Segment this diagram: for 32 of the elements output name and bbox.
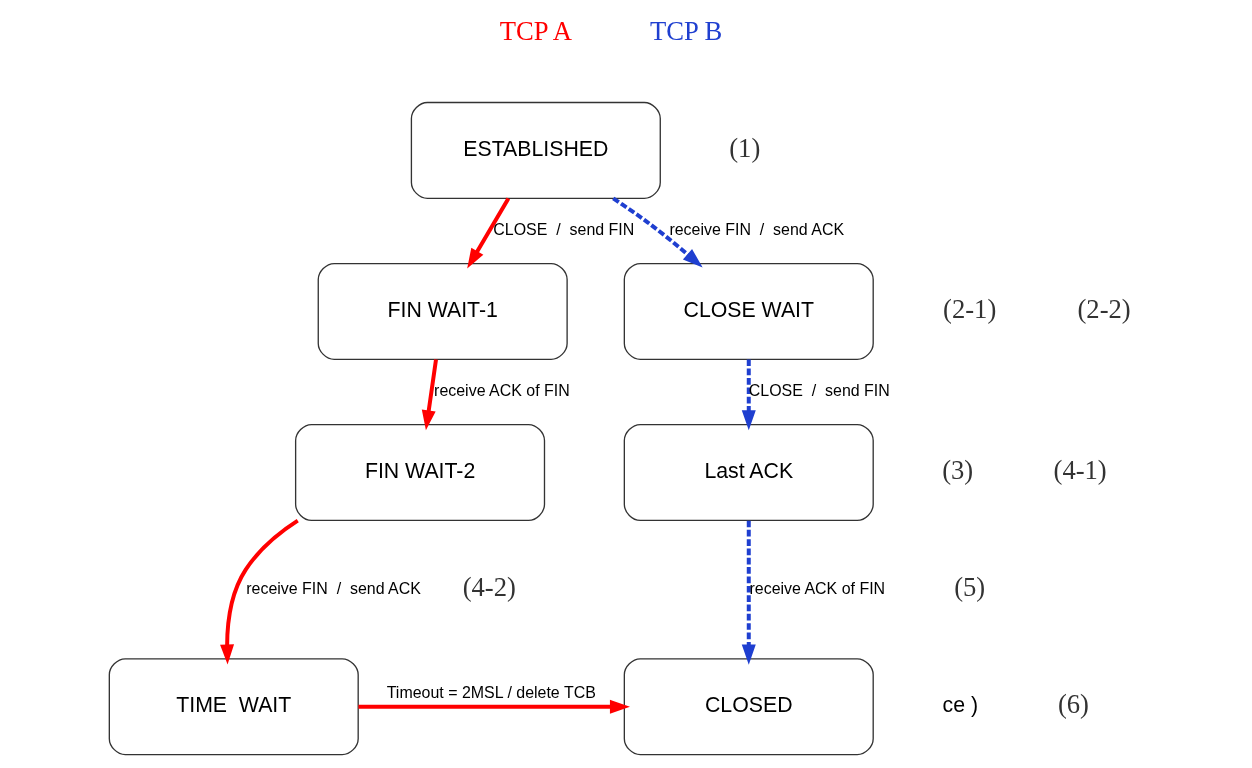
arrow [741,359,756,431]
label: ce ) [942,692,979,717]
edge-label: receive ACK of FIN [434,382,570,400]
label: (3) [942,455,974,486]
edge-label: receive FIN / send ACK [246,579,421,597]
node-box: CLOSED [623,658,874,756]
arrow [421,359,438,431]
node-box: FIN WAIT-2 [294,423,546,522]
label: TCP A [499,15,572,46]
label: (4-2) [462,572,516,603]
edge-label: CLOSE / send FIN [748,382,890,400]
edge-label: receive ACK of FIN [749,579,886,597]
arrow [220,518,299,665]
node-box: FIN WAIT-1 [317,262,568,361]
label: (2-1) [943,294,997,325]
label: (4-1) [1053,455,1107,486]
label: TCP B [650,15,723,46]
label: (1) [729,133,761,164]
node-box: ESTABLISHED [410,101,661,200]
label: (6) [1057,689,1089,720]
arrow [612,196,703,268]
arrow [467,197,511,269]
node-box: TIME WAIT [108,658,359,756]
arrow [741,520,756,665]
edge-label: CLOSE / send FIN [493,221,635,239]
edge-label: receive FIN / send ACK [669,221,845,239]
node-box: CLOSE WAIT [623,262,874,361]
label: (5) [954,572,986,603]
label: (2-2) [1077,294,1131,325]
edge-label: Timeout = 2MSL / delete TCB [386,684,596,702]
node-box: Last ACK [623,423,874,522]
arrow [358,699,630,714]
